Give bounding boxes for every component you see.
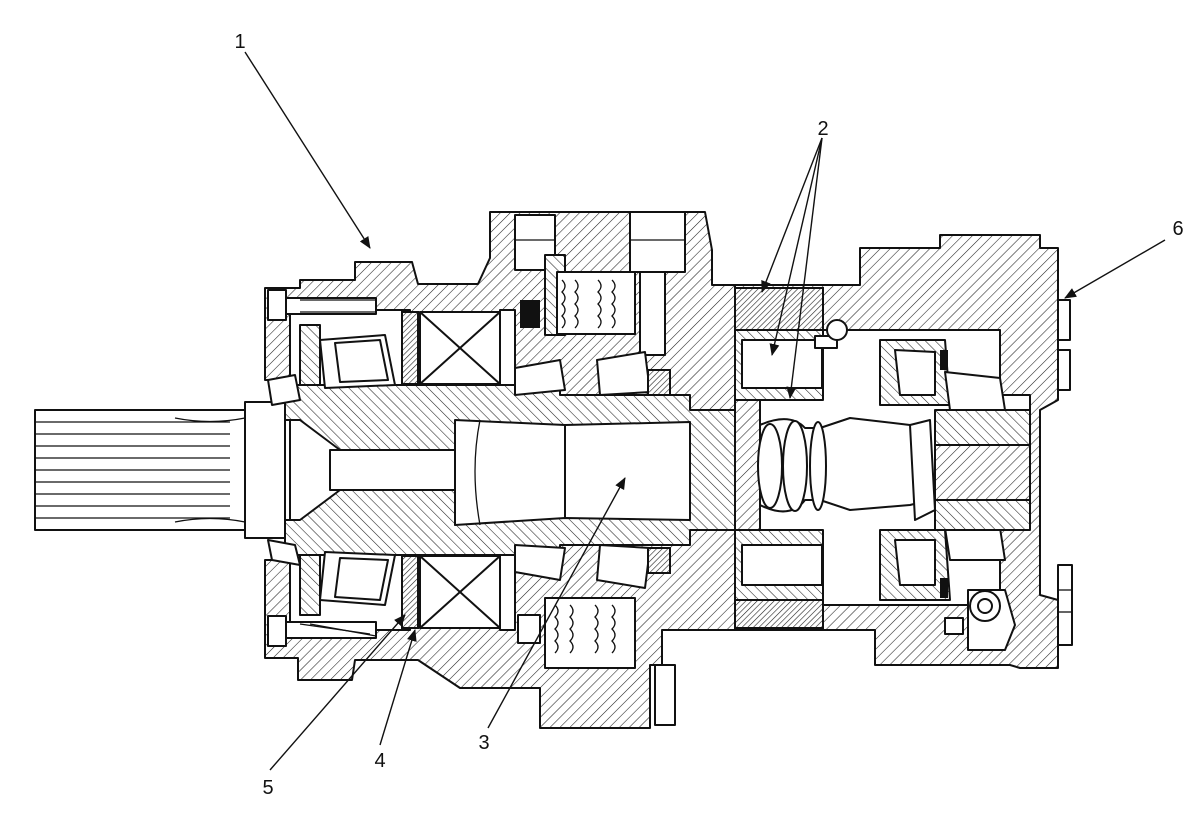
leader-6	[1064, 239, 1166, 299]
shaft-seal-bottom	[267, 539, 301, 566]
main-shaft	[284, 384, 761, 556]
tapered-bearing-bottom	[514, 544, 671, 589]
front-roller-bearing-top	[299, 324, 396, 389]
rear-drain-plug	[944, 589, 1016, 651]
rear-cover-bolt-top	[1057, 299, 1071, 391]
swash-plate-region	[814, 319, 1006, 601]
callout-4: 4	[374, 750, 385, 772]
callout-2: 2	[817, 118, 828, 140]
tapered-bearing-top	[514, 351, 671, 396]
front-roller-bearing-bottom	[299, 551, 396, 616]
leader-2a	[761, 137, 823, 293]
leader-2c	[786, 137, 823, 399]
splined-shaft-end	[34, 401, 286, 539]
leader-1	[244, 51, 371, 249]
leader-4	[379, 629, 417, 746]
needle-bearing-top	[401, 311, 501, 385]
callout-6: 6	[1172, 218, 1183, 240]
front-bolt-bottom	[267, 615, 377, 647]
callout-1: 1	[234, 31, 245, 53]
leader-5	[269, 614, 406, 771]
callout-3: 3	[478, 732, 489, 754]
callout-5: 5	[262, 777, 273, 799]
drive-link-piston	[757, 417, 936, 521]
rear-end-cap	[934, 409, 1031, 531]
front-bolt-top	[267, 289, 377, 321]
needle-bearing-bottom	[401, 555, 501, 629]
rear-cover-bolt-bottom	[1057, 564, 1073, 646]
leader-3	[487, 477, 626, 729]
brake-spring-pack-bottom	[517, 597, 676, 726]
shaft-seal-top	[267, 374, 301, 406]
brake-spring-pack-top	[514, 211, 686, 356]
cylinder-block	[734, 287, 824, 629]
leader-2b	[769, 137, 823, 356]
callout-leaders	[244, 51, 1166, 771]
